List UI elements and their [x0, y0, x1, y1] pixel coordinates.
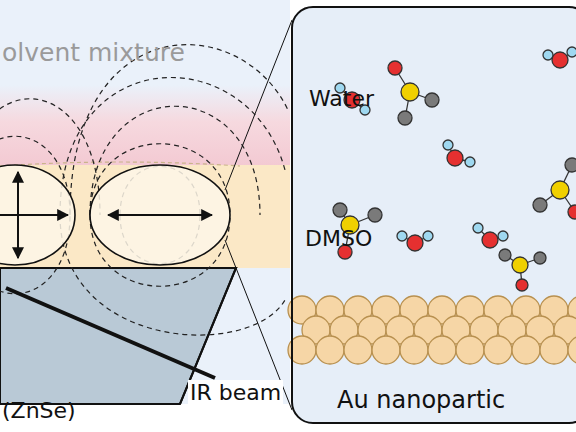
ir-beam: [6, 288, 215, 378]
nanoparticle-left: [0, 165, 75, 265]
gold-label: Au nanopartic: [337, 386, 505, 414]
zoom-panel: WaterDMSO Au nanopartic: [291, 6, 576, 424]
dipole-arrows: [0, 172, 212, 258]
water-label: Water: [309, 86, 374, 111]
panel-ground: [291, 6, 576, 424]
nanoparticle-right: [90, 165, 230, 265]
gold-atoms: [288, 296, 576, 364]
near-field-band: [0, 85, 290, 167]
prism-label: (ZnSe): [2, 398, 76, 423]
molecules: [333, 47, 576, 291]
region-label: olvent mixture: [2, 38, 185, 67]
dmso-label: DMSO: [305, 226, 372, 251]
beam-label: IR beam: [188, 380, 283, 405]
